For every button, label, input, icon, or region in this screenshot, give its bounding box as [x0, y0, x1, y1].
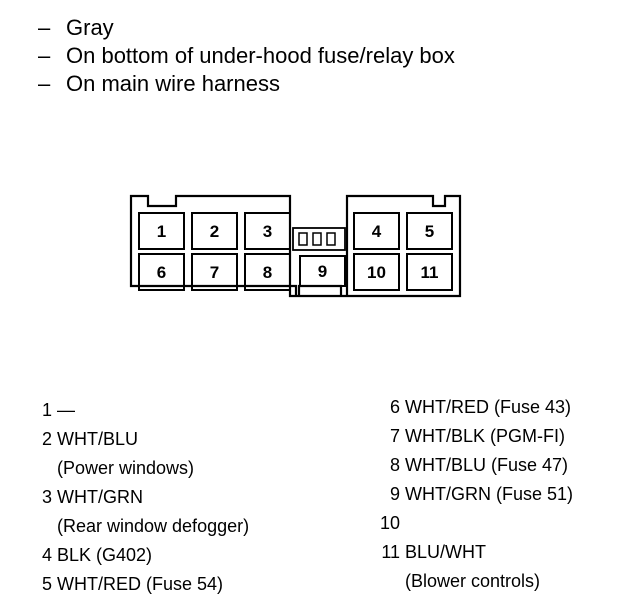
pin-number: 7 — [389, 426, 400, 446]
connector-latch-slot — [312, 232, 322, 246]
pin-cavity-11 — [406, 253, 453, 291]
pin-cavity-6 — [138, 253, 185, 291]
note-text: Gray — [66, 15, 114, 40]
pin-label-3: 3 — [263, 222, 272, 241]
note-dash: – — [38, 15, 51, 40]
pin-label-2: 2 — [210, 222, 219, 241]
pin-number: 9 — [389, 484, 400, 504]
connector-latch-slot — [298, 232, 308, 246]
pin-number: 5 — [41, 574, 52, 594]
pin-number: 11 — [381, 542, 400, 562]
note-location: – On bottom of under-hood fuse/relay box — [30, 42, 455, 70]
wire-color: WHT/GRN — [57, 487, 143, 507]
pin-label-11: 11 — [421, 263, 439, 282]
note-harness: – On main wire harness — [30, 70, 455, 98]
wire-color: WHT/BLU — [57, 429, 138, 449]
pin-cavity-7 — [191, 253, 238, 291]
pin-cavity-8 — [244, 253, 291, 291]
wire-color: WHT/RED (Fuse 54) — [57, 574, 224, 594]
pin-number: 8 — [389, 455, 400, 475]
connector-housing — [129, 194, 462, 298]
note-dash: – — [38, 43, 51, 68]
pin-number: 10 — [379, 513, 400, 533]
pin-label-5: 5 — [425, 222, 434, 241]
wire-color: — — [57, 400, 75, 420]
pin-cavity-3 — [244, 212, 291, 250]
pin-cavity-4 — [353, 212, 400, 250]
wire-color: BLK (G402) — [57, 545, 153, 565]
circuit-function: (Rear window defogger) — [57, 516, 250, 536]
pin-cavities: 1 2 3 4 5 6 7 8 9 10 11 — [138, 212, 453, 291]
pin-label-10: 10 — [367, 263, 386, 282]
note-text: On main wire harness — [66, 71, 280, 96]
wire-color: WHT/GRN (Fuse 51) — [405, 484, 574, 504]
pin-label-9: 9 — [318, 262, 327, 281]
connector-latch-slot — [326, 232, 336, 246]
connector-latch-window — [292, 227, 346, 251]
pin-cavity-2 — [191, 212, 238, 250]
note-text: On bottom of under-hood fuse/relay box — [66, 43, 455, 68]
pin-number: 4 — [41, 545, 52, 565]
pin-cavity-5 — [406, 212, 453, 250]
wire-color: BLU/WHT — [405, 542, 486, 562]
pin-number: 3 — [41, 487, 52, 507]
pin-label-1: 1 — [157, 222, 166, 241]
wire-color: WHT/RED (Fuse 43) — [405, 397, 572, 417]
note-dash: – — [38, 71, 51, 96]
connector-notes: – Gray – On bottom of under-hood fuse/re… — [30, 14, 455, 98]
pin-label-8: 8 — [263, 263, 272, 282]
pin-number: 2 — [41, 429, 52, 449]
pin-cavity-1 — [138, 212, 185, 250]
pin-label-6: 6 — [157, 263, 166, 282]
pin-number: 6 — [389, 397, 400, 417]
circuit-function: (Power windows) — [57, 458, 195, 478]
pin-cavity-9 — [299, 255, 346, 287]
circuit-function: (Blower controls) — [405, 571, 541, 591]
pin-number: 1 — [41, 400, 52, 420]
pin-cavity-10 — [353, 253, 400, 291]
pin-label-4: 4 — [372, 222, 382, 241]
wire-color: WHT/BLK (PGM-FI) — [405, 426, 565, 446]
wire-color: WHT/BLU (Fuse 47) — [405, 455, 569, 475]
note-color: – Gray — [30, 14, 455, 42]
pin-label-7: 7 — [210, 263, 219, 282]
